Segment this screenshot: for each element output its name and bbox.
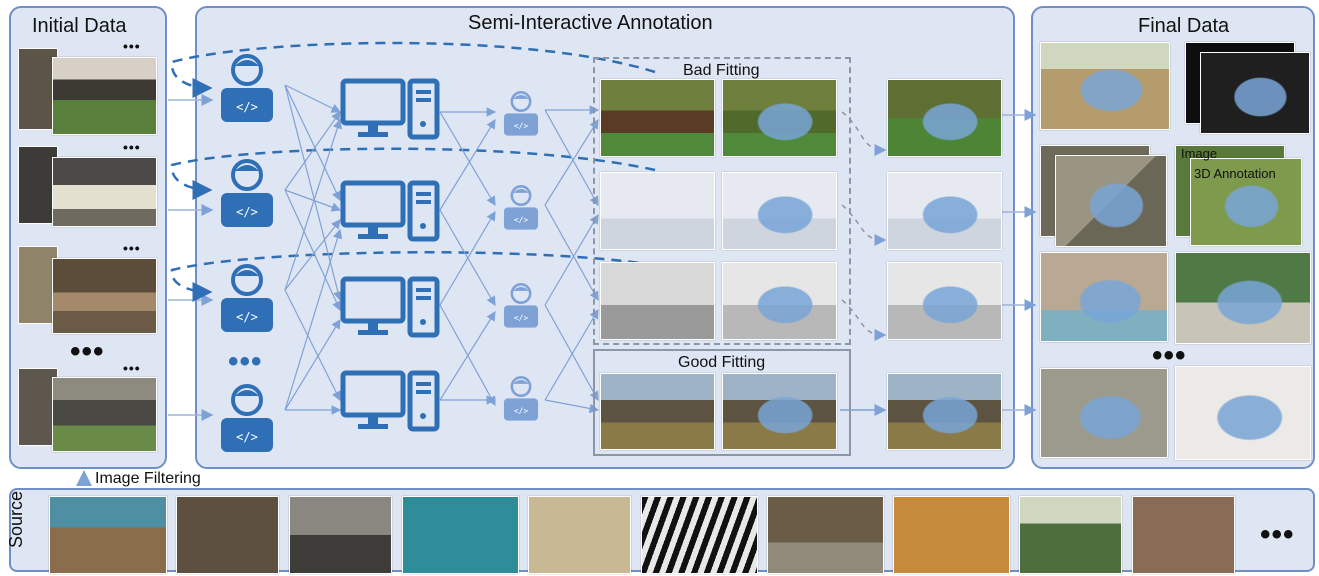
annotator-icon-3: </> <box>221 264 273 332</box>
annotator-icon-2: </> <box>221 159 273 227</box>
computer-icon-3 <box>340 276 440 338</box>
annotation-tag: 3D Annotation <box>1194 166 1276 181</box>
initial-image-polar-bear <box>52 157 157 227</box>
source-image-ram <box>49 496 167 574</box>
final-data-title: Final Data <box>1138 15 1230 37</box>
final-image-grass <box>1190 158 1302 246</box>
svg-text:</>: </> <box>514 313 528 322</box>
initial-more-dots: ••• <box>70 335 105 368</box>
svg-text:</>: </> <box>514 406 528 415</box>
stack-more-dots: ••• <box>123 360 141 376</box>
image-tag: Image <box>1181 146 1218 161</box>
feedback-arc-3 <box>170 251 656 302</box>
source-image-deer <box>1132 496 1235 574</box>
source-image-zebra <box>176 496 279 574</box>
feedback-arc-2 <box>170 147 656 200</box>
initial-data-title: Initial Data <box>32 15 127 37</box>
fitting-image-fox <box>600 172 715 250</box>
bad-fitting-box <box>593 57 851 345</box>
final-image-dark <box>1200 52 1310 134</box>
image-filtering-label: Image Filtering <box>95 470 201 487</box>
svg-text:</>: </> <box>514 121 528 130</box>
computer-icon-1 <box>340 78 440 140</box>
svg-text:</>: </> <box>236 100 258 114</box>
bad-fitting-label: Bad Fitting <box>683 62 760 79</box>
svg-text:</>: </> <box>236 205 258 219</box>
source-more-dots: ••• <box>1260 518 1295 551</box>
fitting-image-horse <box>600 79 715 157</box>
source-image-polar-bear <box>402 496 519 574</box>
final-image-zebra-mesh <box>1175 252 1311 344</box>
fitting-image-cow <box>600 262 715 340</box>
fitting-image-leopard <box>600 373 715 450</box>
initial-image-horse <box>52 57 157 135</box>
source-image-horse <box>1019 496 1122 574</box>
annotator-more-dots: ••• <box>228 345 263 378</box>
svg-text:</>: </> <box>236 430 258 444</box>
svg-text:</>: </> <box>236 310 258 324</box>
reviewer-icon-3: </> <box>503 283 539 328</box>
reviewer-icon-1: </> <box>503 91 539 136</box>
fitting-mesh-fox <box>722 172 837 250</box>
stack-more-dots: ••• <box>123 139 141 155</box>
final-image-dog <box>1055 155 1167 247</box>
annotator-icon-1: </> <box>221 54 273 122</box>
source-image-zebras <box>641 496 758 574</box>
good-fitting-label: Good Fitting <box>678 354 766 371</box>
corrected-mesh-horse <box>887 79 1002 157</box>
fitting-mesh-cow <box>722 262 837 340</box>
initial-image-deer <box>52 258 157 334</box>
reviewer-icon-4: </> <box>503 376 539 421</box>
svg-text:</>: </> <box>514 215 528 224</box>
source-image-sheep <box>528 496 631 574</box>
stack-more-dots: ••• <box>123 240 141 256</box>
final-image-racehorse <box>1040 42 1170 130</box>
stack-more-dots: ••• <box>123 38 141 54</box>
semi-interactive-title: Semi-Interactive Annotation <box>468 12 713 34</box>
source-image-sheep-closeup <box>893 496 1010 574</box>
computer-icon-2 <box>340 180 440 242</box>
source-image-black-bear <box>289 496 392 574</box>
final-image-rocks <box>1040 252 1168 342</box>
annotator-icon-4: </> <box>221 384 273 452</box>
good-fitting-box <box>593 349 851 456</box>
source-image-calf <box>767 496 884 574</box>
final-image-goat <box>1040 368 1168 458</box>
corrected-mesh-leopard <box>887 373 1002 450</box>
corrected-mesh-cow <box>887 262 1002 340</box>
reviewer-icon-2: </> <box>503 185 539 230</box>
final-image-fridge <box>1175 366 1311 460</box>
initial-image-buffalo <box>52 377 157 452</box>
feedback-arc-1 <box>170 41 656 98</box>
fitting-mesh-horse <box>722 79 837 157</box>
corrected-mesh-fox <box>887 172 1002 250</box>
fitting-mesh-leopard <box>722 373 837 450</box>
computer-icon-4 <box>340 370 440 432</box>
